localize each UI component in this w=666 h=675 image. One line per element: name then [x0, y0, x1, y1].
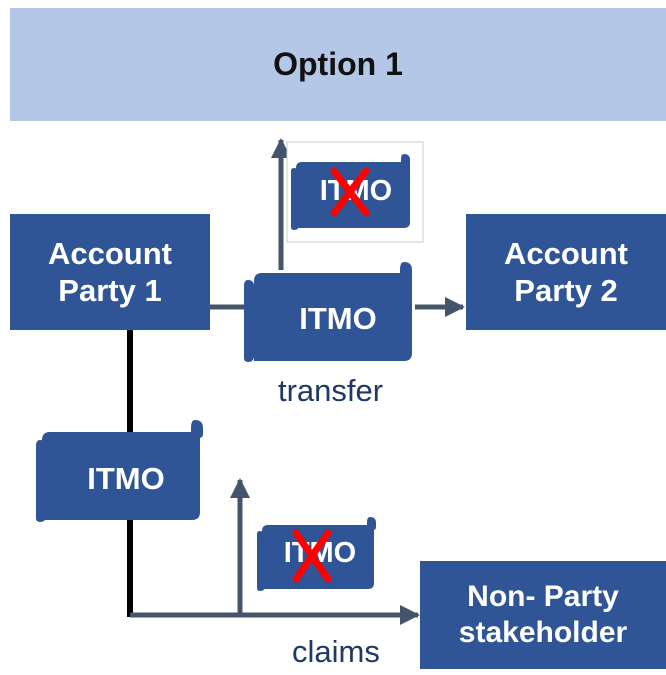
account-party-1-box: Account Party 1 — [10, 214, 210, 330]
transfer-caption: transfer — [278, 373, 384, 408]
itmo-label-claims: ITMO — [87, 461, 165, 496]
account-party-2-line2: Party 2 — [514, 273, 618, 308]
itmo-scroll-claims: ITMO — [36, 420, 203, 522]
non-party-line1: Non- Party — [467, 580, 619, 613]
itmo-scroll-crossed-bottom: ITMO — [257, 517, 376, 591]
itmo-label-transfer: ITMO — [299, 301, 377, 336]
cross-icon — [330, 167, 370, 217]
account-party-1-line1: Account — [48, 235, 172, 271]
claims-caption: claims — [292, 634, 380, 669]
itmo-scroll-transfer: ITMO — [244, 262, 412, 362]
cross-icon — [292, 529, 332, 583]
account-party-2-box: Account Party 2 — [466, 214, 666, 330]
account-party-2-line1: Account — [504, 235, 628, 271]
option-header: Option 1 — [10, 8, 666, 121]
option-title: Option 1 — [273, 46, 403, 82]
non-party-stakeholder-box: Non- Party stakeholder — [420, 561, 666, 669]
account-party-1-line2: Party 1 — [58, 273, 162, 308]
non-party-line2: stakeholder — [458, 616, 628, 649]
itmo-scroll-crossed-top: ITMO — [291, 154, 410, 230]
